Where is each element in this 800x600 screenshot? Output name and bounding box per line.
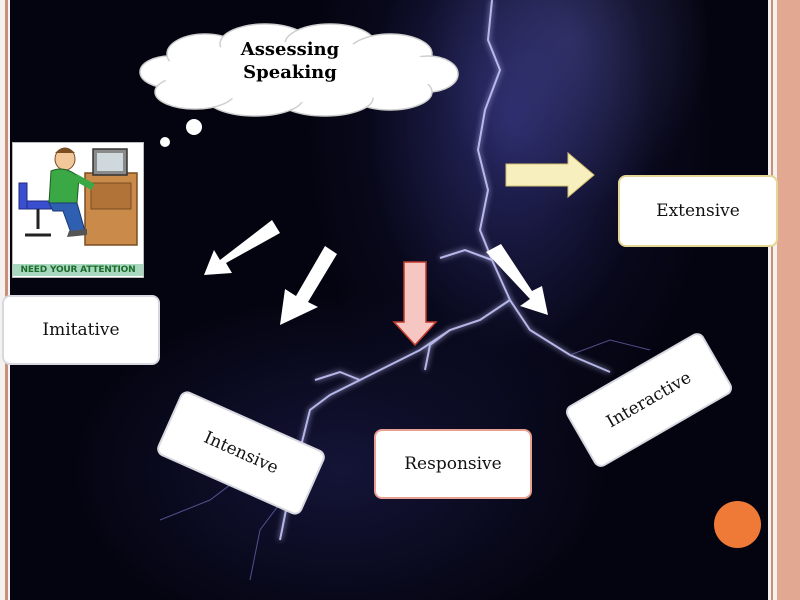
category-imitative-label: Imitative <box>42 320 120 340</box>
category-responsive: Responsive <box>374 429 532 499</box>
cloud-title-line2: Speaking <box>243 62 337 83</box>
arrow-icon <box>505 151 595 199</box>
circle-icon <box>714 501 761 548</box>
arrow-icon <box>280 246 337 325</box>
category-imitative: Imitative <box>2 295 160 365</box>
cloud-title-line1: Assessing <box>240 39 340 60</box>
arrow-icon <box>486 244 548 315</box>
category-extensive-label: Extensive <box>656 201 740 221</box>
attention-picture: NEED YOUR ATTENTION <box>12 142 144 278</box>
thought-cloud: Assessing Speaking <box>130 20 470 170</box>
cloud-title: Assessing Speaking <box>225 38 355 84</box>
arrow-icon <box>204 220 280 275</box>
category-extensive: Extensive <box>618 175 778 247</box>
person-at-computer-icon <box>18 147 138 246</box>
thought-cloud-icon <box>139 23 459 147</box>
attention-caption: NEED YOUR ATTENTION <box>13 264 143 276</box>
arrow-icon <box>392 261 438 347</box>
category-intensive-label: Intensive <box>200 427 282 479</box>
right-frame-band <box>777 0 800 600</box>
right-frame-rule <box>771 0 773 600</box>
category-responsive-label: Responsive <box>404 454 502 474</box>
